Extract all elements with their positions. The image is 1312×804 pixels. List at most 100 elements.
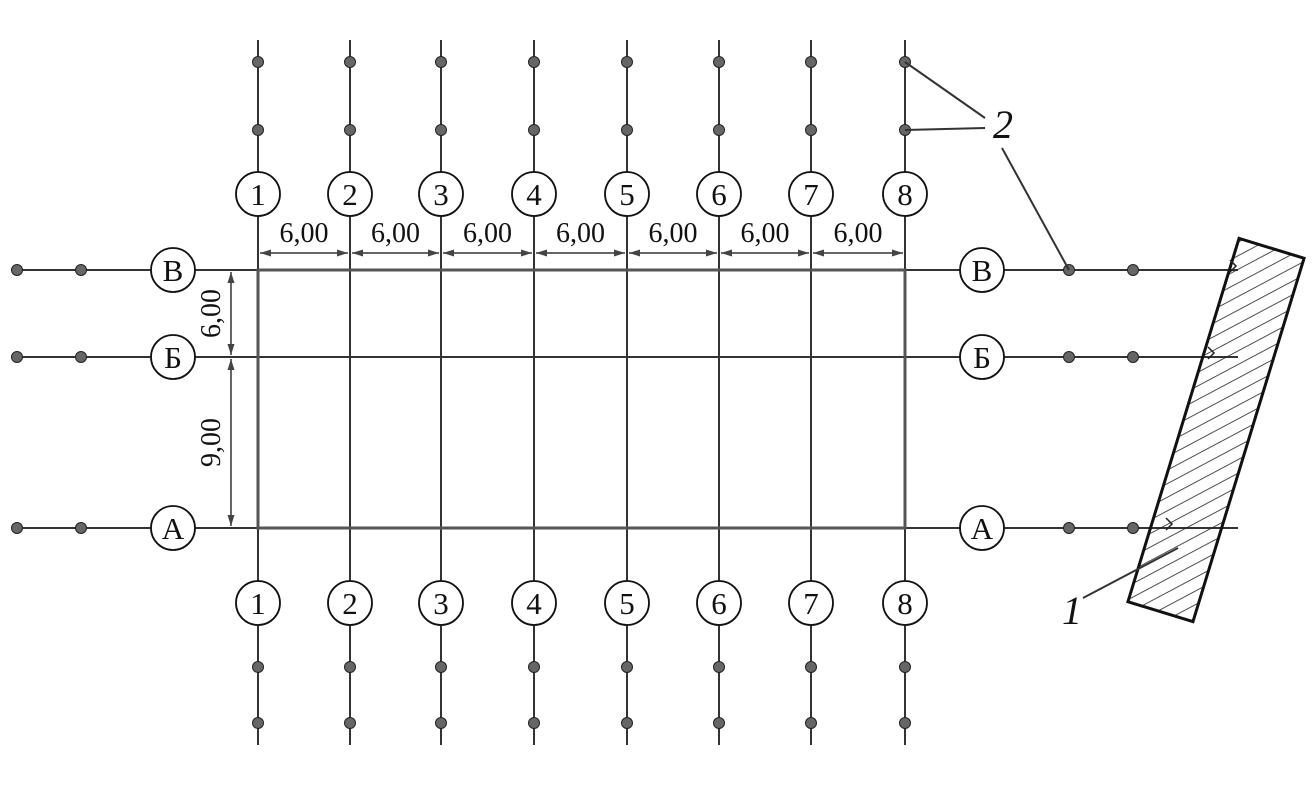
axis-peg [528, 717, 540, 729]
axis-peg [435, 124, 447, 136]
axis-bubble-circle [882, 580, 928, 626]
axis-bubble-label: 7 [803, 586, 819, 621]
axis-bubble-label: 6 [711, 586, 727, 621]
axis-bubble-circle [150, 505, 196, 551]
column-spacing-label: 6,00 [463, 218, 512, 249]
axis-peg [252, 717, 264, 729]
axis-peg [75, 351, 87, 363]
peg-callout-leader [904, 61, 986, 119]
building-outline [256, 268, 907, 530]
axis-bubble-circle [418, 171, 464, 217]
peg-callout-label: 2 [993, 102, 1013, 147]
axis-peg [344, 661, 356, 673]
axis-peg [621, 124, 633, 136]
axis-bubble-label: 8 [897, 586, 913, 621]
column-bubble-top-2: 2 [327, 171, 373, 217]
column-bubble-bottom-3: 3 [418, 580, 464, 626]
axis-peg [528, 124, 540, 136]
axis-bubble-circle [696, 580, 742, 626]
axis-bubble-label: 8 [897, 177, 913, 212]
axis-peg [252, 661, 264, 673]
column-spacing-label: 6,00 [741, 218, 790, 249]
row-bubble-right-А: А [959, 505, 1005, 551]
column-spacing-label: 6,00 [280, 218, 329, 249]
axis-bubble-label: Б [164, 340, 182, 375]
axis-peg [899, 661, 911, 673]
axis-bubble-circle [150, 247, 196, 293]
axis-bubble-label: 6 [711, 177, 727, 212]
axis-bubble-circle [696, 171, 742, 217]
axis-bubble-circle [235, 171, 281, 217]
axis-bubble-label: 4 [526, 177, 542, 212]
axis-peg [1127, 264, 1139, 276]
column-bubble-top-3: 3 [418, 171, 464, 217]
axis-bubble-label: В [163, 253, 184, 288]
axis-bubble-circle [235, 580, 281, 626]
axis-peg [528, 661, 540, 673]
axis-bubble-label: Б [973, 340, 991, 375]
axis-bubble-label: 4 [526, 586, 542, 621]
axis-peg [11, 351, 23, 363]
column-bubble-top-7: 7 [788, 171, 834, 217]
axis-peg [805, 56, 817, 68]
axis-peg [11, 264, 23, 276]
column-spacing-label: 6,00 [649, 218, 698, 249]
axis-bubble-label: 3 [433, 586, 449, 621]
row-spacing-label: 6,00 [196, 289, 227, 338]
benchmark-block [1126, 236, 1306, 624]
column-bubble-top-4: 4 [511, 171, 557, 217]
axis-bubble-circle [418, 580, 464, 626]
axis-peg [435, 717, 447, 729]
axis-bubble-label: 2 [342, 177, 358, 212]
axis-peg [252, 124, 264, 136]
row-spacing-label: 9,00 [196, 418, 227, 467]
axis-peg [435, 661, 447, 673]
axis-peg [344, 56, 356, 68]
axis-peg [1127, 351, 1139, 363]
axis-bubble-circle [788, 580, 834, 626]
row-bubble-left-В: В [150, 247, 196, 293]
column-bubble-top-5: 5 [604, 171, 650, 217]
axis-peg [621, 661, 633, 673]
column-bubble-top-1: 1 [235, 171, 281, 217]
benchmark-tick [1229, 259, 1238, 273]
column-bubble-top-6: 6 [696, 171, 742, 217]
axis-bubble-circle [150, 334, 196, 380]
axis-peg [899, 717, 911, 729]
column-bubble-bottom-4: 4 [511, 580, 557, 626]
axis-bubble-label: 5 [619, 177, 635, 212]
axis-bubble-circle [788, 171, 834, 217]
benchmark-tick [1207, 346, 1216, 360]
column-bubble-top-8: 8 [882, 171, 928, 217]
axis-peg [621, 56, 633, 68]
axis-peg [1063, 522, 1075, 534]
row-bubble-left-Б: Б [150, 334, 196, 380]
axis-bubble-circle [959, 334, 1005, 380]
axis-peg [344, 717, 356, 729]
axis-bubble-label: 2 [342, 586, 358, 621]
axis-peg [252, 56, 264, 68]
column-bubble-bottom-7: 7 [788, 580, 834, 626]
axis-bubble-circle [604, 171, 650, 217]
benchmark-tick [1165, 517, 1174, 531]
axis-peg [713, 124, 725, 136]
axis-bubble-circle [959, 247, 1005, 293]
axis-bubble-circle [511, 580, 557, 626]
axis-bubble-label: 7 [803, 177, 819, 212]
peg-callout-leader [1001, 147, 1070, 271]
column-bubble-bottom-2: 2 [327, 580, 373, 626]
axis-peg [11, 522, 23, 534]
axis-peg [528, 56, 540, 68]
axis-bubble-label: 5 [619, 586, 635, 621]
column-spacing-label: 6,00 [834, 218, 883, 249]
axis-bubble-label: В [972, 253, 993, 288]
axis-bubble-circle [511, 171, 557, 217]
axis-peg [344, 124, 356, 136]
column-spacing-label: 6,00 [371, 218, 420, 249]
axis-bubble-circle [327, 580, 373, 626]
axis-bubble-circle [959, 505, 1005, 551]
axis-peg [1127, 522, 1139, 534]
axis-bubble-circle [882, 171, 928, 217]
